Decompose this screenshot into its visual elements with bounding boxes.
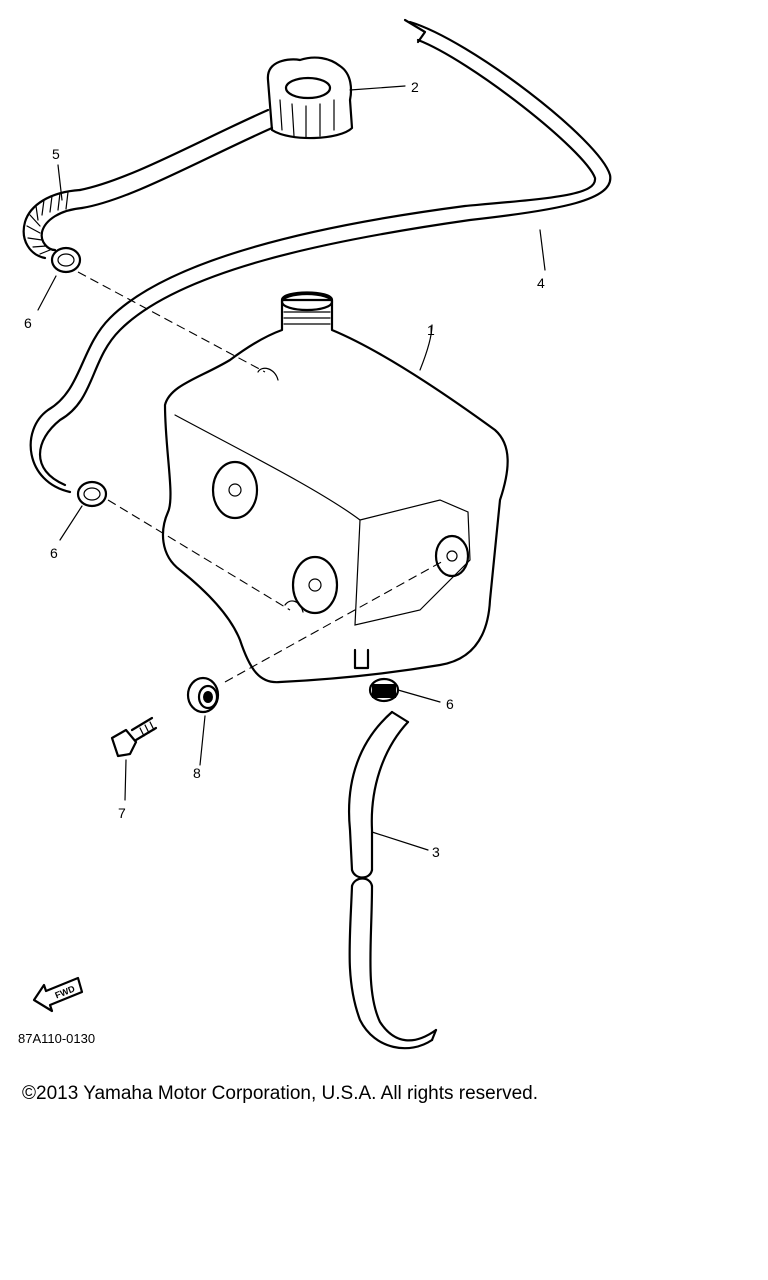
callout-4: 4 xyxy=(537,275,545,291)
breather-hose-part-5 xyxy=(22,108,274,260)
oil-tank-part-1 xyxy=(162,291,509,684)
clamp-part-6-middle xyxy=(76,480,108,508)
tank-cap-part-2 xyxy=(266,56,354,140)
callout-5: 5 xyxy=(52,146,60,162)
callout-8: 8 xyxy=(193,765,201,781)
clamp-part-6-lower xyxy=(368,677,400,703)
leader-lines xyxy=(37,85,546,851)
copyright-notice: ©2013 Yamaha Motor Corporation, U.S.A. A… xyxy=(22,1083,538,1104)
alignment-lines xyxy=(77,271,446,683)
part-code: 87A110-0130 xyxy=(18,1031,95,1046)
callout-1: 1 xyxy=(427,322,435,338)
drain-hose-part-3 xyxy=(348,710,438,1050)
callout-7: 7 xyxy=(118,805,126,821)
grommet-part-8 xyxy=(186,676,220,714)
callout-3: 3 xyxy=(432,844,440,860)
callout-6-middle: 6 xyxy=(50,545,58,561)
callout-6-upper: 6 xyxy=(24,315,32,331)
vent-hose-part-4 xyxy=(29,18,612,494)
forward-arrow-icon: FWD xyxy=(32,976,84,1013)
clamp-part-6-upper xyxy=(50,246,82,274)
bolt-part-7 xyxy=(110,716,158,758)
callout-2: 2 xyxy=(411,79,419,95)
callout-6-lower: 6 xyxy=(446,696,454,712)
parts-diagram: 1 2 3 4 5 6 6 6 7 8 FWD 87A110-0130 xyxy=(18,18,612,1050)
